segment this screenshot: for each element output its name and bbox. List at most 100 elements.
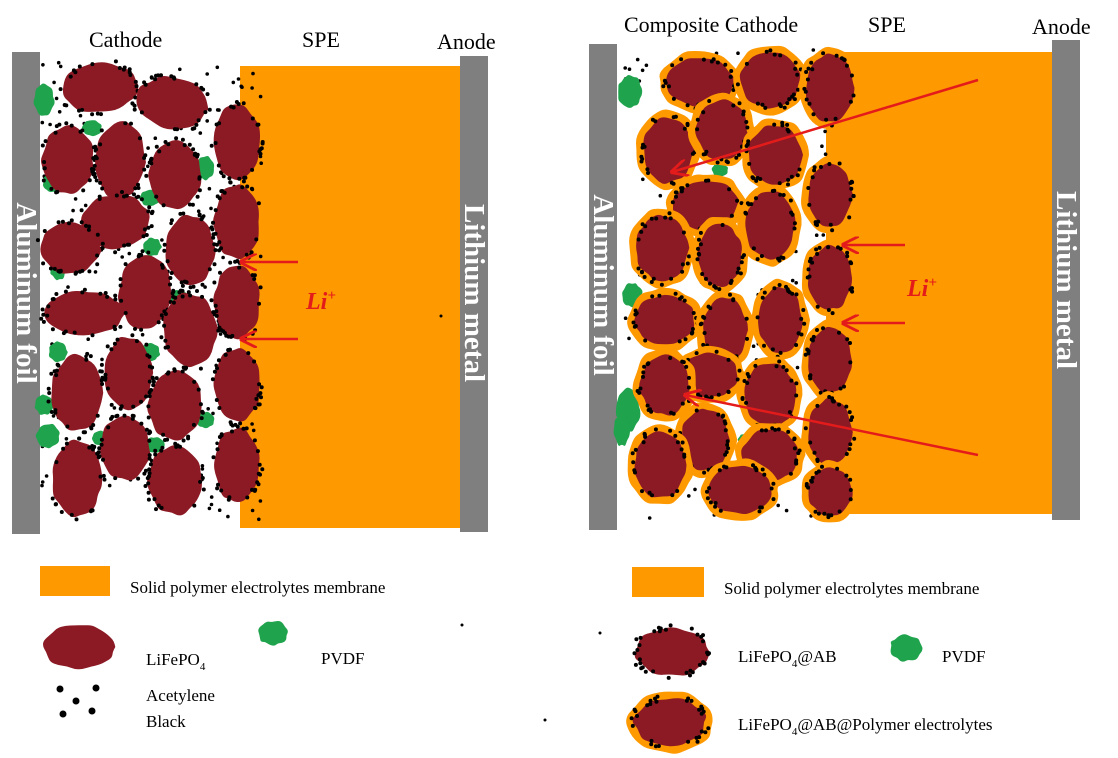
acetylene-black-dot xyxy=(228,420,233,425)
acetylene-black-dot xyxy=(683,337,688,342)
acetylene-black-dot xyxy=(228,260,233,265)
acetylene-black-dot xyxy=(163,312,168,316)
acetylene-black-dot xyxy=(671,96,676,101)
acetylene-black-dot xyxy=(92,444,97,449)
acetylene-black-dot xyxy=(58,269,63,274)
acetylene-black-dot xyxy=(50,496,55,501)
acetylene-black-dot xyxy=(54,96,59,101)
acetylene-black-dot xyxy=(649,216,654,221)
acetylene-black-dot xyxy=(714,349,719,354)
acetylene-black-dot xyxy=(250,487,254,492)
acetylene-black-dot xyxy=(852,436,857,441)
acetylene-black-dot xyxy=(667,211,672,216)
acetylene-black-dot xyxy=(67,221,71,226)
acetylene-black-dot xyxy=(144,173,149,178)
acetylene-black-dot xyxy=(746,139,751,144)
acetylene-black-dot xyxy=(178,211,183,216)
acetylene-black-dot xyxy=(789,210,794,215)
acetylene-black-dot xyxy=(803,352,808,357)
acetylene-black-dot xyxy=(144,233,149,237)
acetylene-black-dot xyxy=(139,327,144,332)
acetylene-black-dot xyxy=(721,413,726,418)
acetylene-black-dot xyxy=(186,436,191,441)
acetylene-black-dot xyxy=(704,149,709,154)
acetylene-black-dot xyxy=(99,362,104,367)
acetylene-black-dot xyxy=(794,292,799,297)
acetylene-black-dot xyxy=(709,395,714,400)
acetylene-black-dot xyxy=(102,477,107,482)
lfp-particle xyxy=(165,214,216,286)
acetylene-black-dot xyxy=(132,107,137,112)
acetylene-black-dot xyxy=(140,332,145,337)
acetylene-black-dot xyxy=(230,333,235,338)
acetylene-black-dot xyxy=(105,386,110,391)
acetylene-black-dot xyxy=(98,474,103,479)
acetylene-black-dot xyxy=(823,152,828,156)
right-lithium-metal-label: Lithium metal xyxy=(1050,191,1082,369)
right-anode-label: Anode xyxy=(1032,14,1091,39)
acetylene-black-dot xyxy=(758,505,763,510)
acetylene-black-dot xyxy=(145,353,150,358)
acetylene-black-dot xyxy=(640,489,644,494)
left-li-ion-symbol: Li xyxy=(305,289,328,315)
right-spe-membrane xyxy=(826,52,1052,514)
acetylene-black-dot xyxy=(755,101,760,106)
acetylene-black-dot xyxy=(147,456,152,461)
acetylene-black-dot xyxy=(107,483,112,488)
acetylene-black-dot xyxy=(810,175,815,180)
acetylene-black-dot xyxy=(218,332,223,336)
acetylene-black-dot xyxy=(159,505,164,510)
acetylene-black-dot xyxy=(837,509,842,514)
lfp-particle xyxy=(632,698,707,747)
acetylene-black-dot xyxy=(805,275,810,280)
acetylene-black-dot xyxy=(40,307,45,312)
right-legend-lfp-ab-base: LiFePO xyxy=(738,647,792,666)
acetylene-black-dot xyxy=(52,266,57,271)
acetylene-black-dot xyxy=(95,111,100,116)
acetylene-black-dot xyxy=(695,632,700,637)
acetylene-black-dot xyxy=(212,242,217,247)
acetylene-black-dot xyxy=(50,297,55,302)
acetylene-black-dot xyxy=(77,108,81,113)
lfp-particle xyxy=(213,104,261,181)
acetylene-black-dot xyxy=(73,70,78,75)
acetylene-black-dot xyxy=(701,342,706,347)
acetylene-black-dot xyxy=(822,511,827,516)
acetylene-black-dot xyxy=(212,262,217,267)
acetylene-black-dot xyxy=(701,709,706,714)
acetylene-black-dot xyxy=(148,157,153,162)
acetylene-black-dot xyxy=(701,633,705,638)
acetylene-black-dot xyxy=(817,245,822,250)
acetylene-black-dot xyxy=(211,232,216,237)
acetylene-black-dot xyxy=(823,129,827,134)
acetylene-black-dot xyxy=(84,223,88,228)
acetylene-black-dot xyxy=(147,364,152,369)
acetylene-black-dot xyxy=(142,227,147,232)
acetylene-black-dot xyxy=(113,59,118,64)
acetylene-black-dot xyxy=(241,426,246,431)
acetylene-black-dot xyxy=(778,192,783,197)
acetylene-black-dot xyxy=(65,424,70,429)
acetylene-black-dot xyxy=(685,261,690,266)
acetylene-black-dot xyxy=(226,497,231,502)
acetylene-black-dot xyxy=(258,254,263,259)
acetylene-black-dot xyxy=(804,97,809,102)
acetylene-black-dot xyxy=(679,447,684,452)
pvdf-binder xyxy=(81,120,102,137)
acetylene-black-dot xyxy=(724,159,729,164)
acetylene-black-dot xyxy=(816,511,821,516)
acetylene-black-dot xyxy=(703,730,708,735)
pvdf-binder xyxy=(711,162,728,177)
acetylene-black-dot xyxy=(122,243,127,248)
acetylene-black-dot xyxy=(636,237,641,242)
acetylene-black-dot xyxy=(66,285,70,289)
right-legend-lfp-ab-pe-base: LiFePO xyxy=(738,715,792,734)
acetylene-black-dot xyxy=(842,384,846,389)
right-legend-pvdf-swatch xyxy=(890,634,923,662)
acetylene-black-dot xyxy=(641,370,646,375)
acetylene-black-dot xyxy=(740,396,745,400)
acetylene-black-dot xyxy=(95,451,100,456)
acetylene-black-dot xyxy=(46,304,51,309)
acetylene-black-dot xyxy=(650,117,655,122)
